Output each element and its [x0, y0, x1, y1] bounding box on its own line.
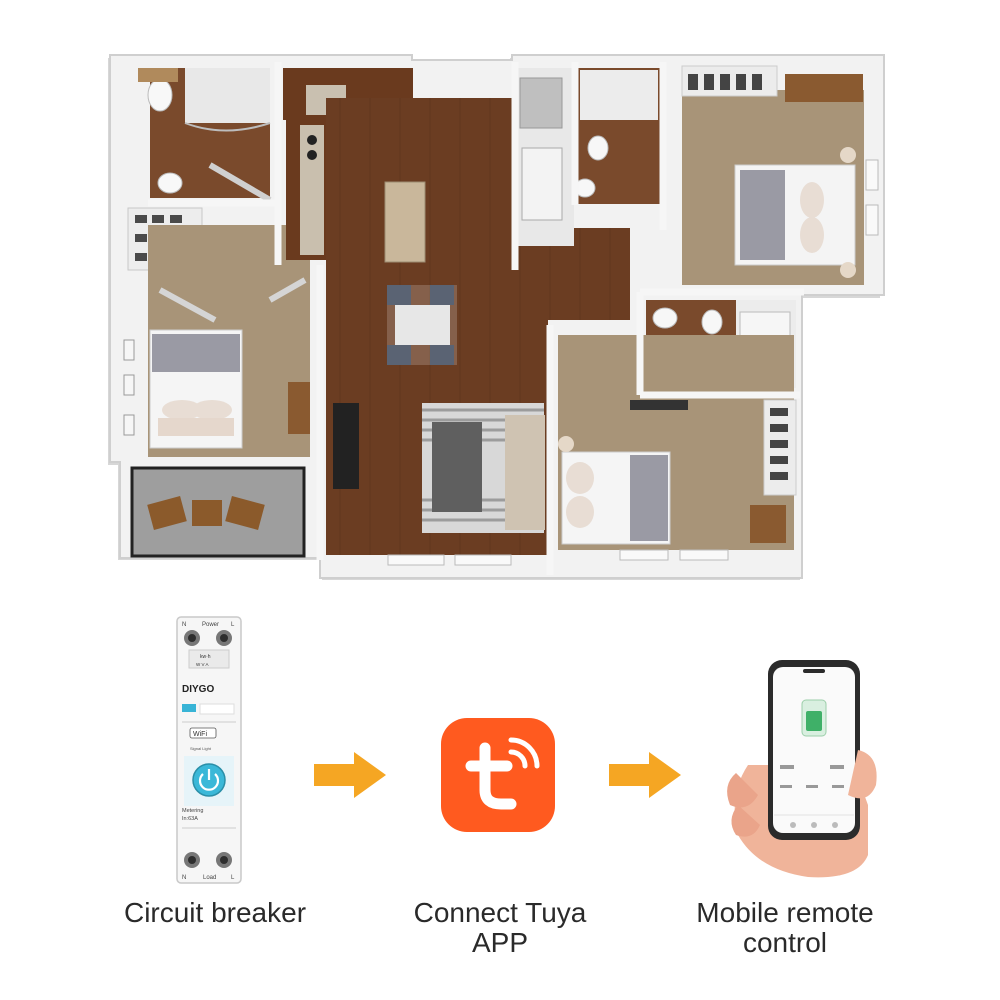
step-caption-circuit-breaker: Circuit breaker — [95, 898, 335, 928]
caption-line: Connect Tuya — [413, 897, 587, 928]
breaker-top-left: N — [182, 622, 186, 628]
breaker-bottom-left: N — [182, 875, 186, 881]
terminal-screw-icon — [184, 630, 232, 646]
breaker-bottom-label: Load — [203, 875, 216, 881]
circuit-breaker-image: N Power L kw·h W V A DIYGO WiFi Signal L… — [176, 616, 242, 884]
breaker-top-right: L — [231, 622, 235, 628]
caption-line: control — [742, 927, 828, 958]
arrow-right-icon — [609, 752, 681, 798]
breaker-unit-label: kw·h — [200, 654, 211, 660]
tuya-mini-icon — [182, 704, 196, 712]
caption-line: Circuit breaker — [123, 897, 307, 928]
floor-plan-image — [108, 54, 885, 580]
caption-line: Mobile remote — [696, 897, 874, 928]
breaker-units: W V A — [196, 662, 209, 667]
tuya-app-icon — [441, 718, 555, 832]
breaker-wifi-label: WiFi — [193, 731, 207, 738]
phone-in-hand-image — [727, 660, 877, 878]
breaker-bottom-right: L — [231, 875, 235, 881]
step-caption-connect-app: Connect Tuya APP — [375, 898, 625, 958]
breaker-brand: DIYGO — [182, 684, 214, 695]
breaker-metering-label: Metering — [182, 808, 203, 814]
terminal-screw-icon — [184, 852, 232, 868]
power-icon — [192, 763, 226, 797]
breaker-signal-label: Signal Light — [190, 746, 212, 751]
arrow-right-icon — [314, 752, 386, 798]
step-caption-mobile-control: Mobile remote control — [660, 898, 910, 958]
caption-line: APP — [471, 927, 529, 958]
breaker-top-label: Power — [202, 622, 219, 628]
breaker-rating-label: In:63A — [182, 816, 198, 822]
